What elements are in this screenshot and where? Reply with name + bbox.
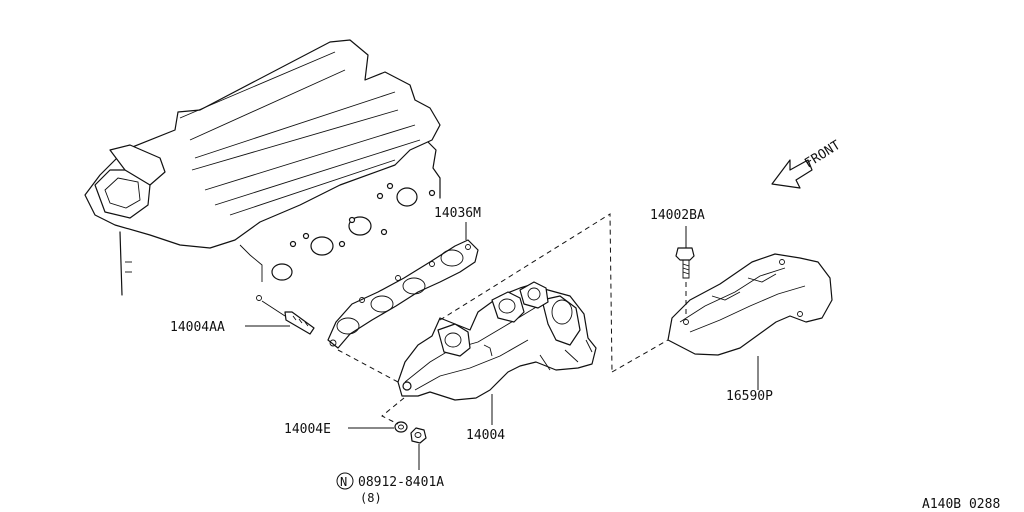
manifold-nut — [410, 427, 427, 444]
label-manifold: 14004 — [466, 428, 505, 443]
svg-text:N: N — [340, 475, 347, 489]
engine-block — [84, 39, 441, 296]
label-heat-shield: 16590P — [726, 389, 773, 404]
heat-shield-bolt — [675, 247, 695, 279]
diagram-code: A140B 0288 — [922, 497, 1000, 512]
leader-lines — [245, 222, 759, 470]
assembly-lines — [337, 213, 687, 425]
label-gasket: 14036M — [434, 206, 481, 221]
manifold-stud — [256, 295, 315, 335]
exhaust-manifold — [397, 281, 597, 401]
label-nut-qty: (8) — [360, 491, 382, 505]
label-nut-code: 08912-8401A — [358, 475, 444, 490]
label-washer: 14004E — [284, 422, 331, 437]
label-nut-marker: N — [336, 472, 354, 490]
label-front: FRONT — [802, 138, 843, 172]
label-stud: 14004AA — [170, 320, 225, 335]
heat-shield — [667, 253, 833, 356]
manifold-washer — [394, 421, 408, 433]
front-arrow — [771, 159, 813, 189]
label-bolt: 14002BA — [650, 208, 705, 223]
exhaust-manifold-gasket — [327, 239, 479, 349]
